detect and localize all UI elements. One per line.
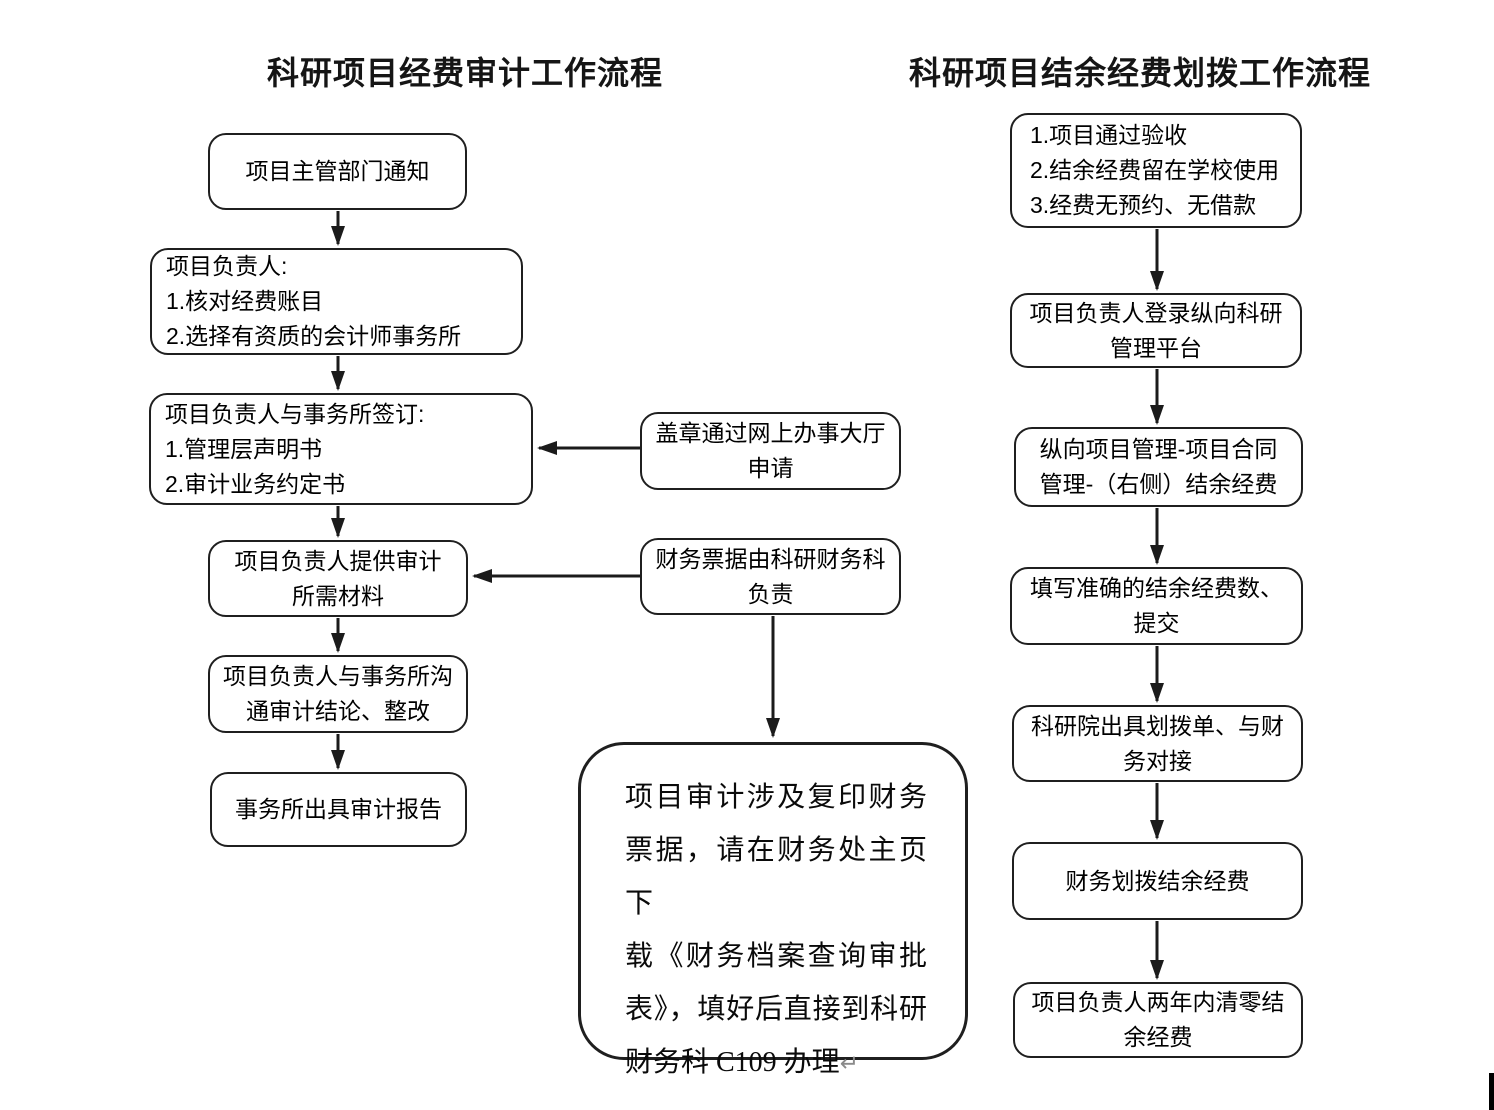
node-line: 项目负责人两年内清零结 [1031,989,1285,1015]
node-line: 负责 [747,580,794,607]
note-line: 表》，填好后直接到科研 [625,994,927,1025]
flow-node-notify: 项目主管部门通知 [208,133,467,210]
node-line: 所需材料 [292,582,384,609]
node-line: 管理平台 [1110,334,1202,361]
node-line: 项目负责人与事务所签订: [165,400,425,427]
node-line: 余经费 [1123,1024,1193,1050]
return-mark: ↵ [839,1051,859,1076]
note-line: 项目审计涉及复印财务 [625,782,927,813]
node-line: 2.审计业务约定书 [165,470,346,497]
node-line: 1.核对经费账目 [166,288,324,314]
node-line: 务对接 [1123,747,1192,774]
flow-node-conditions: 1.项目通过验收 2.结余经费留在学校使用 3.经费无预约、无借款 [1010,113,1302,228]
flow-node-communicate: 项目负责人与事务所沟 通审计结论、整改 [208,655,468,733]
flow-node-leader-prep: 项目负责人: 1.核对经费账目 2.选择有资质的会计师事务所 [150,248,523,355]
node-line: 申请 [747,455,794,481]
right-flow-title: 科研项目结余经费划拨工作流程 [908,55,1371,91]
node-line: 财务票据由科研财务科 [655,545,886,572]
node-line: 3.经费无预约、无借款 [1030,192,1257,218]
node-line: 项目负责人提供审计 [234,547,442,574]
flow-node-login: 项目负责人登录纵向科研 管理平台 [1010,293,1302,368]
node-line: 盖章通过网上办事大厅 [655,420,886,446]
flow-node-sign: 项目负责人与事务所签订: 1.管理层声明书 2.审计业务约定书 [149,393,533,505]
node-line: 通审计结论、整改 [246,698,430,724]
note-line: 票据，请在财务处主页下 [625,835,927,919]
node-line: 财务划拨结余经费 [1065,867,1250,894]
cursor-artifact [1489,1073,1494,1110]
flow-node-transfer: 财务划拨结余经费 [1012,842,1303,920]
node-line: 项目负责人: [166,253,288,279]
flow-node-issue-form: 科研院出具划拨单、与财 务对接 [1012,705,1303,782]
left-flow-title: 科研项目经费审计工作流程 [266,55,663,91]
flow-node-menu-path: 纵向项目管理-项目合同 管理-（右侧）结余经费 [1014,427,1303,507]
flow-node-materials: 项目负责人提供审计 所需材料 [208,540,468,617]
node-line: 纵向项目管理-项目合同 [1039,436,1278,462]
flow-node-report: 事务所出具审计报告 [210,772,467,847]
node-line: 提交 [1133,610,1180,636]
note-line: 财务科 C109 办理↵ [625,1036,927,1090]
flow-node-seal: 盖章通过网上办事大厅 申请 [640,412,901,490]
flow-node-clear-funds: 项目负责人两年内清零结 余经费 [1013,982,1303,1058]
node-line: 科研院出具划拨单、与财 [1031,712,1284,739]
flow-note-box: 项目审计涉及复印财务 票据，请在财务处主页下 载《财务档案查询审批 表》，填好后… [578,742,968,1078]
flow-node-fill-submit: 填写准确的结余经费数、 提交 [1010,567,1303,645]
node-line: 1.项目通过验收 [1030,122,1188,148]
flow-node-invoice: 财务票据由科研财务科 负责 [640,538,901,615]
node-line: 项目负责人登录纵向科研 [1029,299,1283,326]
node-line: 事务所出具审计报告 [235,796,442,822]
node-line: 2.选择有资质的会计师事务所 [166,323,462,349]
node-line: 1.管理层声明书 [165,435,323,462]
note-line: 载《财务档案查询审批 [625,941,927,972]
note-line-text: 财务科 C109 办理 [625,1047,840,1078]
node-line: 2.结余经费留在学校使用 [1030,157,1280,183]
node-line: 项目负责人与事务所沟 [223,663,453,689]
node-line: 管理-（右侧）结余经费 [1039,471,1278,497]
node-line: 填写准确的结余经费数、 [1030,575,1283,601]
node-line: 项目主管部门通知 [245,158,430,184]
